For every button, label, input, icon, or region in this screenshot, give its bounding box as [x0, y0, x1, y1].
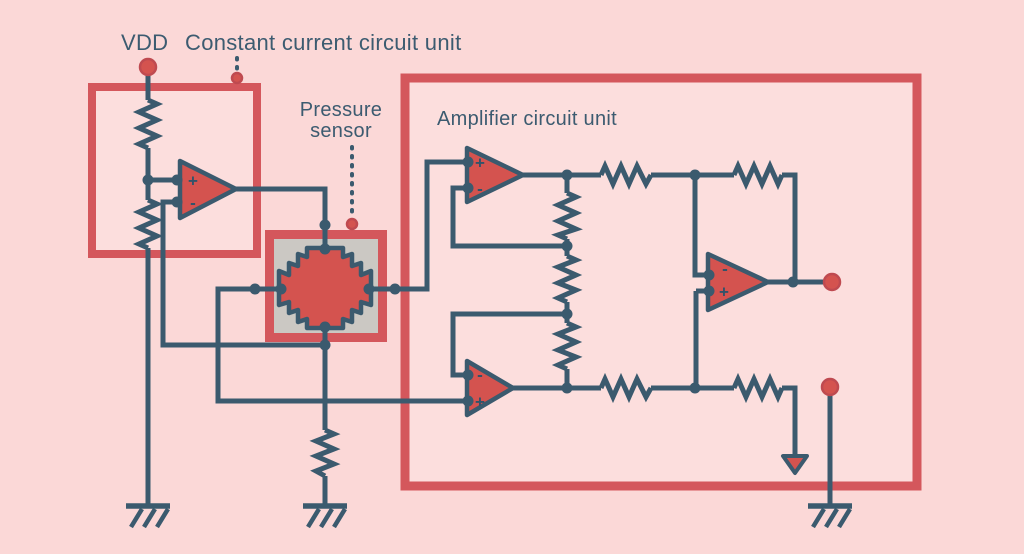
amplifier-unit-label: Amplifier circuit unit	[437, 108, 617, 130]
resistor-icon	[309, 427, 341, 479]
resistor-icon	[598, 159, 654, 191]
opamp4-minus-sign: -	[722, 260, 728, 279]
opamp1-minus-sign: -	[190, 194, 196, 213]
opamp2-minus-sign: -	[477, 180, 483, 199]
resistor-icon	[731, 159, 785, 191]
resistor-icon	[132, 197, 164, 251]
wire-opamp3-feedback	[450, 311, 567, 378]
wire-opamp2-feedback	[450, 185, 567, 249]
terminals	[138, 57, 842, 397]
ground-symbols	[126, 503, 852, 529]
label-leaders	[235, 56, 354, 219]
resistor-icon	[731, 372, 785, 404]
resistor-icon	[598, 372, 654, 404]
sensor-cross-icon	[276, 245, 374, 331]
reference-arrow-icon	[781, 454, 809, 475]
pressure-sensor-label: Pressure sensor	[299, 99, 383, 142]
opamp2-plus-sign: +	[475, 154, 485, 173]
opamp-signs: + - + - - + - +	[188, 154, 729, 412]
opamp3-plus-sign: +	[475, 393, 485, 412]
ground-icon	[808, 503, 852, 529]
opamp-icon-difference	[705, 251, 771, 313]
ground-icon	[303, 503, 347, 529]
wire-top-feedback-down	[782, 172, 798, 282]
opamp-icon-lower	[464, 358, 516, 418]
leader-dot-pressure-sensor	[345, 217, 359, 231]
output-terminal-dot	[822, 272, 842, 292]
opamp-icon-upper	[464, 145, 526, 205]
constant-current-unit-label: Constant current circuit unit	[185, 30, 462, 55]
ground-icon	[126, 503, 170, 529]
resistor-icon	[132, 97, 164, 151]
constant-current-unit-box	[88, 83, 261, 258]
resistor-icon	[551, 320, 583, 372]
opamp3-minus-sign: -	[477, 366, 483, 385]
opamp1-plus-sign: +	[188, 172, 198, 191]
resistor-icon	[551, 253, 583, 305]
opamp-icon-constant-current	[177, 158, 239, 221]
reference-terminal-dot	[820, 377, 840, 397]
junction-dots	[142, 156, 799, 407]
leader-dot-constant-current	[230, 71, 244, 85]
op-amps	[177, 145, 771, 418]
wire-to-ref-arrow	[782, 385, 798, 456]
opamp4-plus-sign: +	[719, 283, 729, 302]
resistor-icon	[551, 190, 583, 242]
vdd-label: VDD	[121, 30, 169, 55]
vdd-terminal-dot	[138, 57, 158, 77]
resistors	[132, 97, 785, 479]
